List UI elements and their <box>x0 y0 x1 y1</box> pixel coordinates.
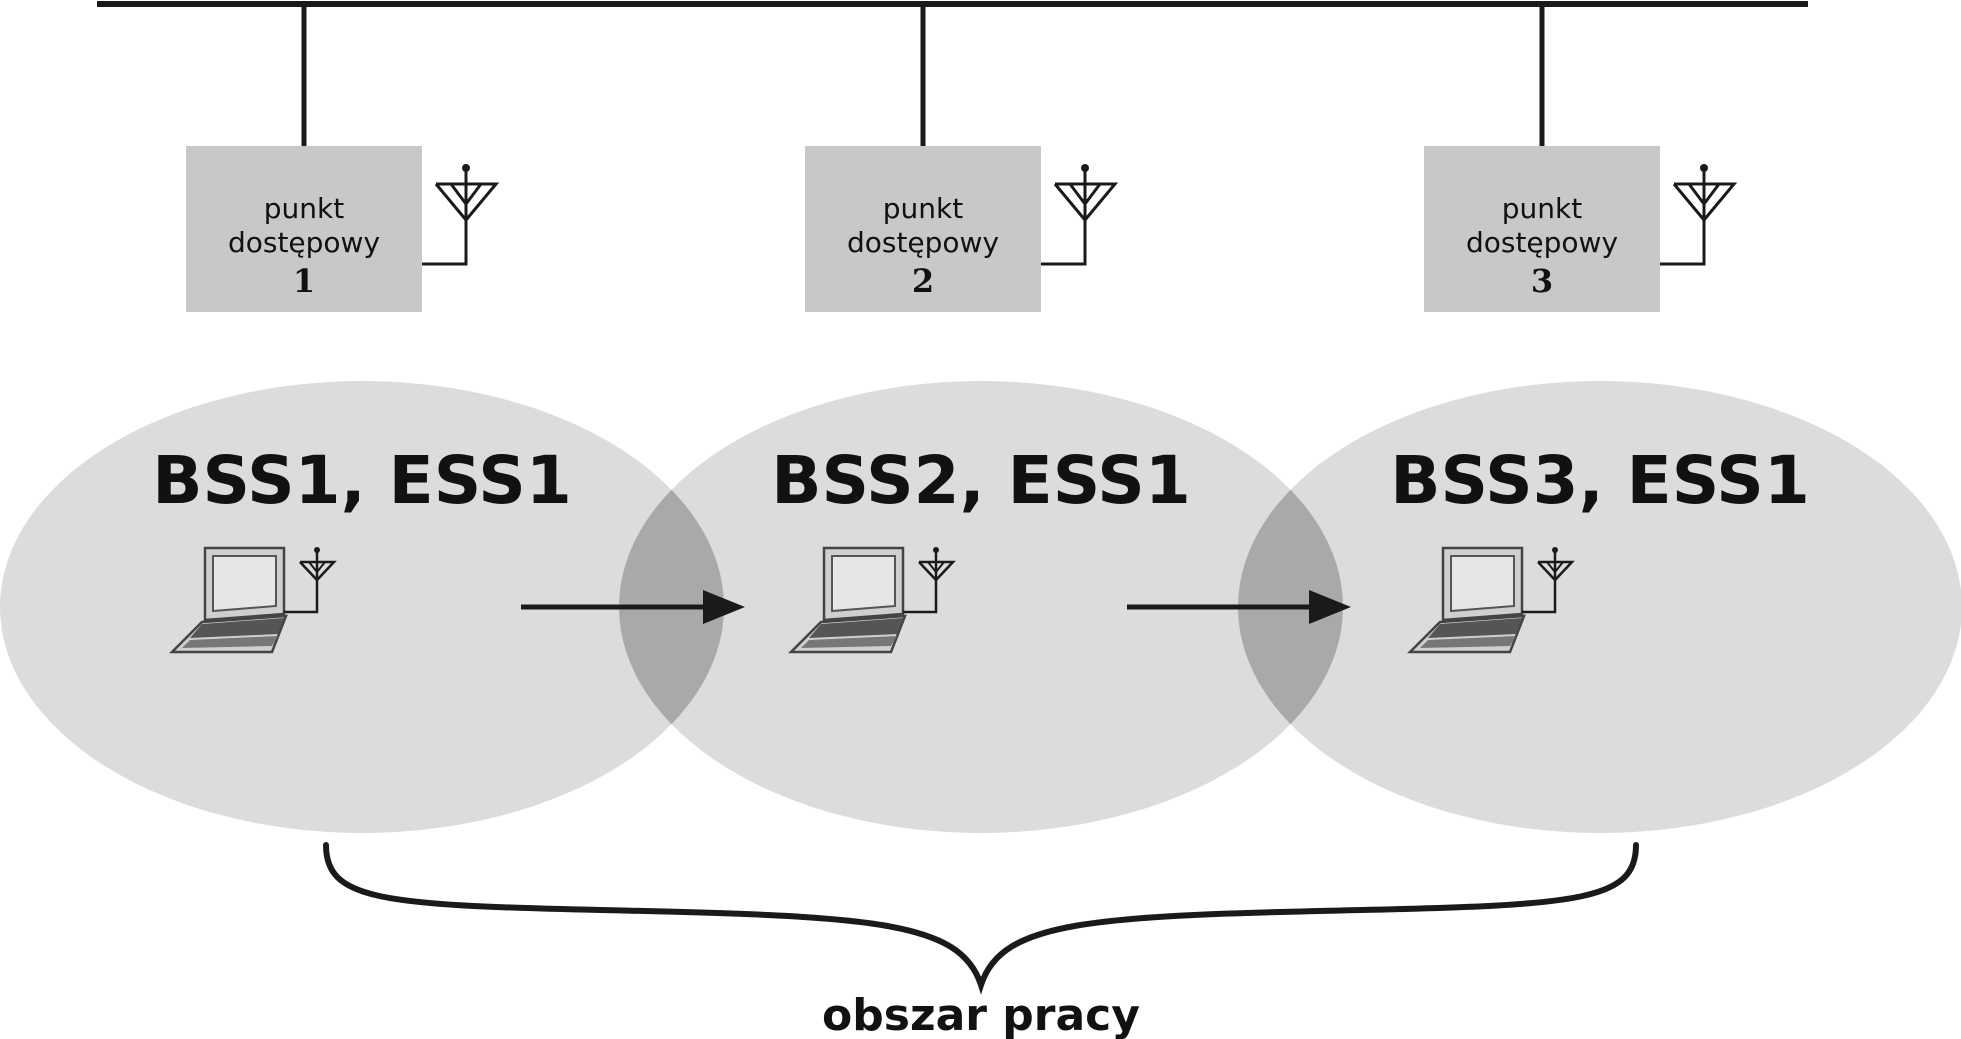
access-point-line2: dostępowy <box>1466 226 1618 259</box>
access-point-box <box>1424 146 1660 312</box>
access-point-line1: punkt <box>264 192 344 225</box>
cell-bss1 <box>0 381 724 833</box>
area-brace <box>323 842 1639 995</box>
antenna-icon <box>1053 162 1117 226</box>
cell-label-2: BSS2, ESS1 <box>771 442 1191 519</box>
access-point-3: punkt dostępowy 3 <box>1424 146 1736 312</box>
access-point-number: 1 <box>293 262 315 300</box>
access-point-1: punkt dostępowy 1 <box>186 146 498 312</box>
backbone <box>97 1 1808 146</box>
access-point-number: 2 <box>912 262 934 300</box>
cell-bss2 <box>619 381 1343 833</box>
coverage-cells <box>0 381 1961 833</box>
access-point-line2: dostępowy <box>847 226 999 259</box>
roaming-arrow-2 <box>1127 590 1351 624</box>
access-point-cable <box>422 220 468 266</box>
cell-label-3: BSS3, ESS1 <box>1390 442 1810 519</box>
antenna-icon <box>434 162 498 226</box>
area-label: obszar pracy <box>822 990 1140 1039</box>
access-point-cable <box>1041 220 1087 266</box>
access-point-line1: punkt <box>1502 192 1582 225</box>
cell-label-1: BSS1, ESS1 <box>152 442 572 519</box>
access-point-box <box>805 146 1041 312</box>
access-point-2: punkt dostępowy 2 <box>805 146 1117 312</box>
access-point-cable <box>1660 220 1706 266</box>
access-point-box <box>186 146 422 312</box>
cell-bss3 <box>1238 381 1961 833</box>
antenna-icon <box>1672 162 1736 226</box>
roaming-arrow-1 <box>521 590 745 624</box>
access-point-line2: dostępowy <box>228 226 380 259</box>
access-point-line1: punkt <box>883 192 963 225</box>
access-point-number: 3 <box>1531 262 1553 300</box>
